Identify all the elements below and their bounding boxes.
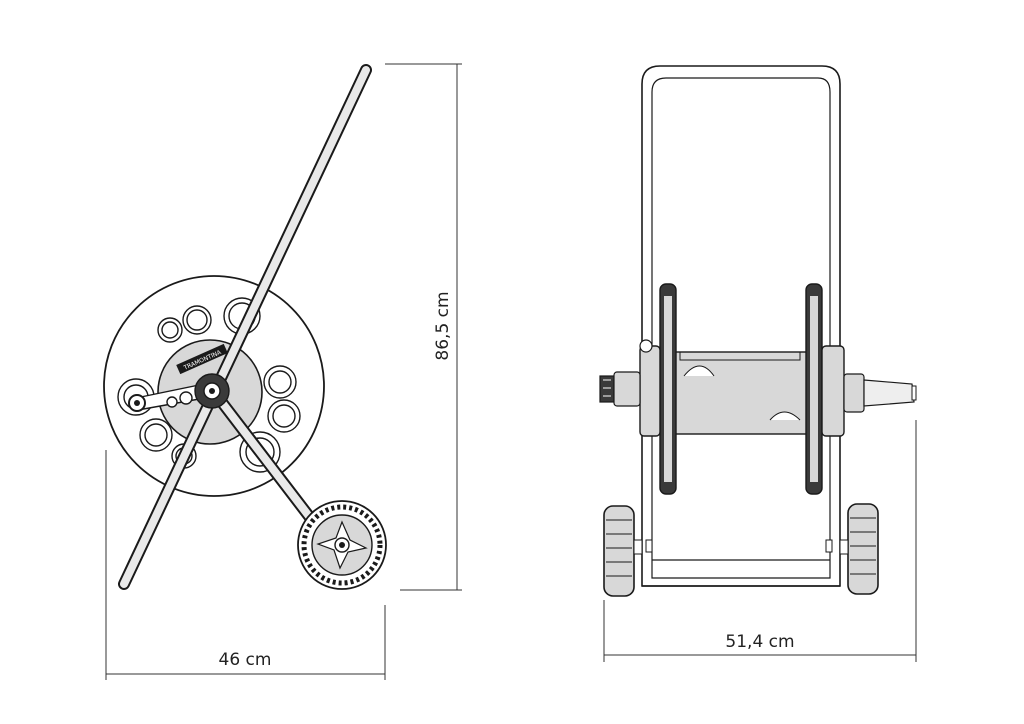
right-reel-plate [805, 283, 845, 495]
left-reel-plate [639, 283, 677, 495]
side-wheel [297, 500, 387, 590]
hose-outlet-right [843, 373, 917, 413]
front-wheel-left [603, 505, 643, 597]
front-frame [641, 65, 841, 587]
front-width-label: 51,4 cm [725, 632, 794, 652]
hose-connector-left [599, 371, 641, 407]
front-view [599, 65, 917, 597]
reel-drum [671, 351, 813, 435]
front-width-dimension [603, 420, 917, 662]
side-width-dimension [105, 450, 386, 680]
height-dimension [385, 63, 462, 591]
height-label: 86,5 cm [433, 291, 453, 360]
front-wheel-right [839, 503, 879, 595]
side-width-label: 46 cm [219, 650, 272, 670]
side-view: TRAMONTINA [103, 64, 387, 590]
